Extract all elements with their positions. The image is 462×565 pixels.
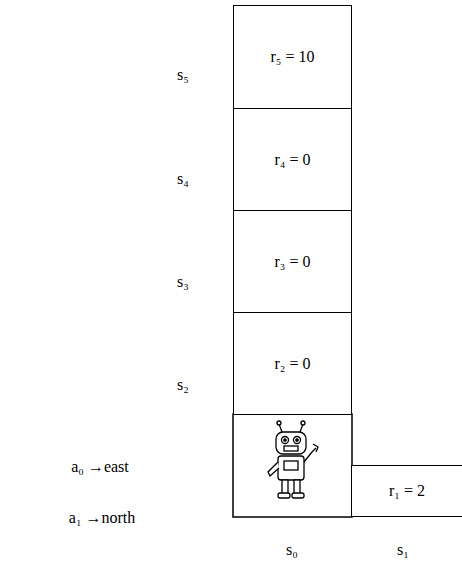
reward-label: r₃ = 0 (275, 253, 311, 271)
reward-label: r₁ = 2 (389, 482, 425, 500)
action-label: a₀ →east (71, 458, 129, 476)
state-label: s₁ (397, 541, 409, 559)
state-label: s₂ (177, 376, 189, 394)
state-cell: r₁ = 2 (351, 465, 462, 517)
reward-label: r₄ = 0 (275, 151, 311, 169)
robot-figure (268, 421, 318, 498)
state-label: s₀ (286, 541, 298, 559)
state-cell: r₄ = 0 (233, 108, 352, 211)
state-cell: r₃ = 0 (233, 210, 352, 313)
start-cell (233, 414, 352, 517)
state-label: s₄ (177, 170, 189, 188)
reward-label: r₂ = 0 (275, 355, 311, 373)
reward-label: r₅ = 10 (271, 48, 315, 66)
state-cell: r₂ = 0 (233, 312, 352, 415)
state-label: s₅ (177, 66, 189, 84)
state-cell: r₅ = 10 (233, 5, 352, 109)
state-label: s₃ (177, 273, 189, 291)
action-label: a₁ →north (69, 509, 135, 527)
